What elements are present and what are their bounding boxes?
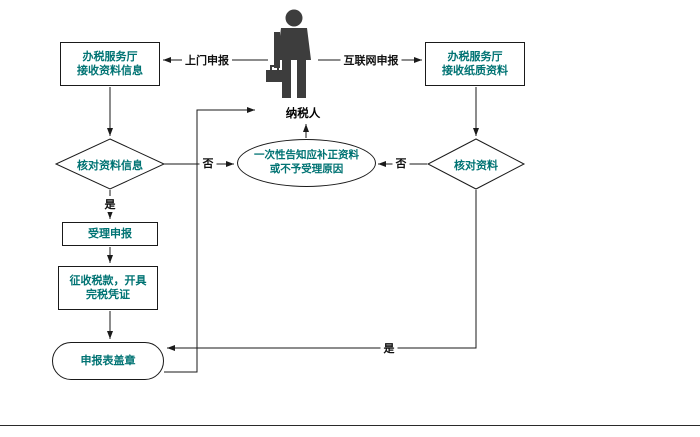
hall-left-line1: 办税服务厅 — [82, 50, 138, 63]
edge-checkright-yes-to-stamp — [167, 190, 477, 351]
no-label-right: 否 — [392, 155, 410, 171]
collect-line2: 完税凭证 — [86, 289, 130, 301]
hall-right-box: 办税服务厅 接收纸质资料 — [425, 42, 525, 86]
person-leg-right — [297, 60, 306, 98]
hall-right-line1: 办税服务厅 — [447, 50, 503, 63]
yes-label-left: 是 — [101, 196, 119, 212]
edge-stamp-return-to-taxpayer — [164, 107, 255, 373]
briefcase-handle — [270, 65, 279, 70]
page-bottom-border — [0, 425, 700, 426]
hall-right-line2: 接收纸质资料 — [442, 65, 508, 77]
hall-left-line2: 接收资料信息 — [77, 65, 143, 77]
notify-line2: 或不予受理原因 — [269, 163, 344, 175]
accept-label: 受理申报 — [88, 227, 132, 240]
notify-line1: 一次性告知应补正资料 — [254, 149, 359, 162]
check-paper-diamond — [426, 138, 526, 190]
walkin-edge-label: 上门申报 — [182, 52, 232, 68]
check-paper-label: 核对资料 — [454, 160, 498, 172]
check-info-diamond — [54, 138, 166, 190]
collect-line1: 征收税款，开具 — [69, 274, 147, 287]
person-torso — [277, 28, 311, 60]
person-icon — [266, 9, 311, 98]
person-head — [285, 9, 303, 27]
person-arm — [274, 32, 280, 68]
internet-edge-label: 互联网申报 — [340, 52, 402, 68]
accept-box: 受理申报 — [62, 222, 158, 246]
taxpayer-label: 纳税人 — [282, 105, 324, 121]
stamp-stadium: 申报表盖章 — [52, 342, 164, 380]
check-info-label: 核对资料信息 — [77, 160, 143, 172]
briefcase-icon — [266, 70, 282, 82]
hall-left-box: 办税服务厅 接收资料信息 — [60, 42, 160, 86]
collect-box: 征收税款，开具 完税凭证 — [58, 266, 158, 310]
notify-ellipse: 一次性告知应补正资料 或不予受理原因 — [237, 139, 376, 187]
yes-label-right: 是 — [380, 340, 398, 356]
no-label-left: 否 — [199, 155, 217, 171]
stamp-label: 申报表盖章 — [80, 354, 136, 367]
person-leg-left — [282, 60, 291, 98]
